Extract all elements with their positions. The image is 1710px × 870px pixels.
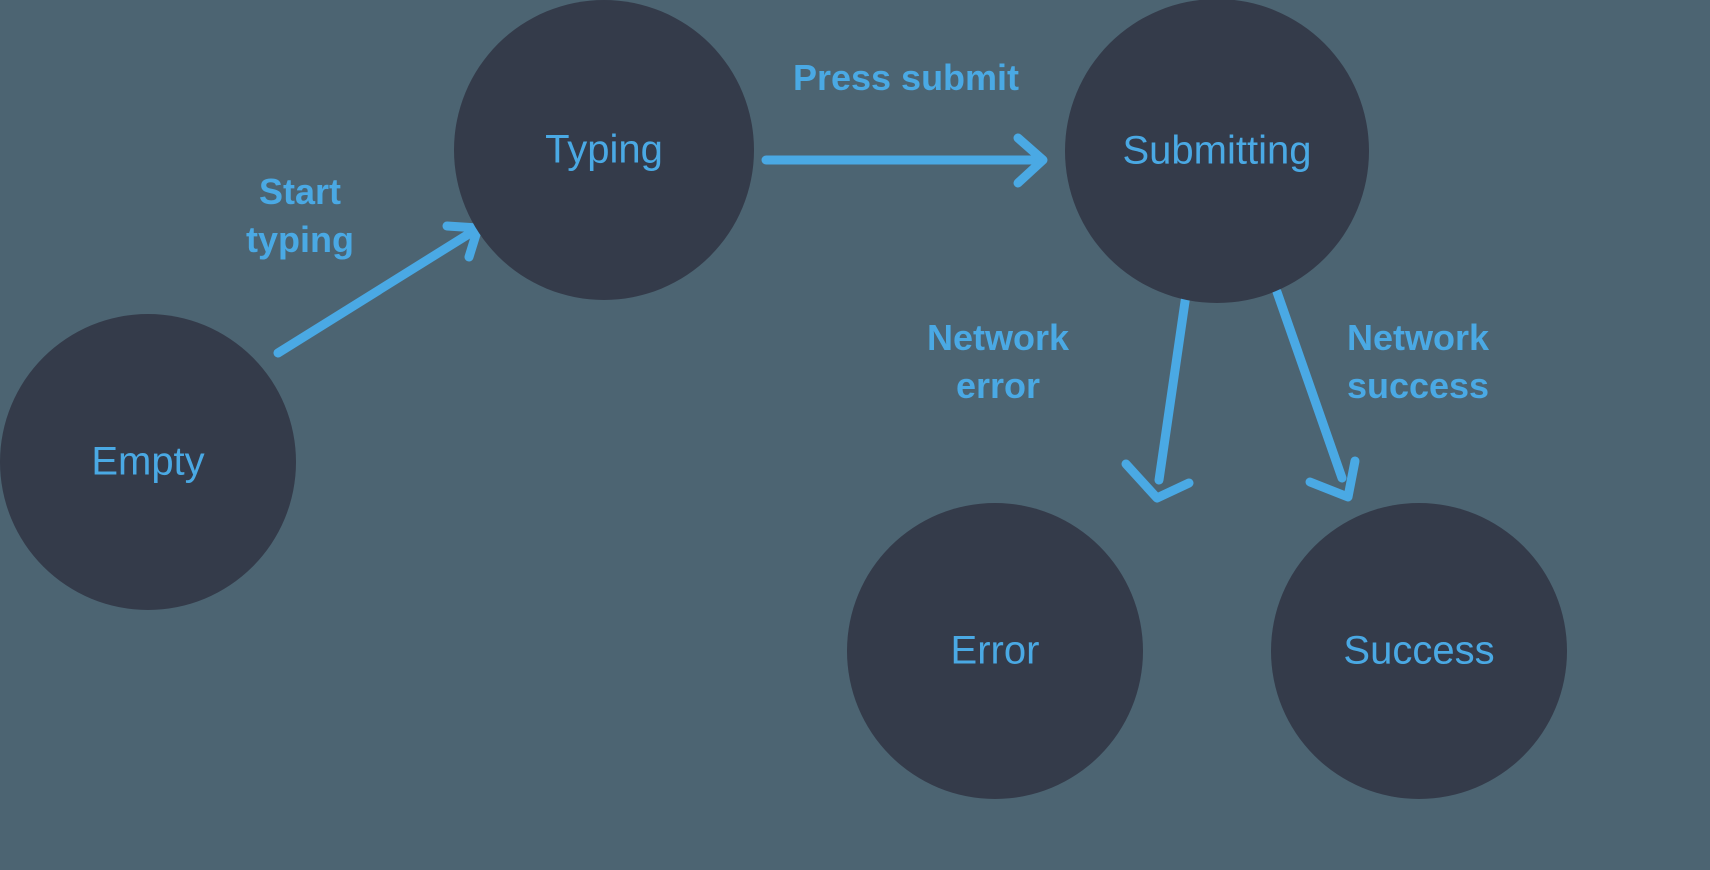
state-node-typing[interactable]: Typing: [454, 0, 754, 300]
state-circle-typing: [454, 0, 754, 300]
state-label-success: Success: [1343, 629, 1494, 673]
state-label-error: Error: [951, 629, 1040, 673]
state-circle-success: [1271, 503, 1567, 799]
transition-network-error[interactable]: Network error: [927, 283, 1194, 503]
state-node-error[interactable]: Error: [847, 503, 1143, 799]
transition-label-line: error: [956, 365, 1040, 406]
transition-press-submit[interactable]: Press submit: [761, 57, 1048, 188]
state-node-success[interactable]: Success: [1271, 503, 1567, 799]
transition-line-network-success: [1272, 287, 1347, 483]
transition-label-line: Network: [927, 317, 1070, 358]
transition-label-network-success: Network success: [1347, 317, 1490, 406]
transition-label-press-submit: Press submit: [793, 57, 1019, 98]
state-circle-submitting: [1065, 0, 1369, 303]
transition-network-success[interactable]: Network success: [1272, 287, 1490, 502]
transition-label-line: Press submit: [793, 57, 1019, 98]
transition-label-network-error: Network error: [927, 317, 1070, 406]
transition-start-typing[interactable]: Start typing: [246, 171, 483, 358]
state-node-submitting[interactable]: Submitting: [1065, 0, 1369, 303]
state-node-empty[interactable]: Empty: [0, 314, 296, 610]
state-label-empty: Empty: [91, 440, 204, 484]
state-circle-empty: [0, 314, 296, 610]
transition-label-start-typing: Start typing: [246, 171, 354, 260]
transition-line-start-typing: [273, 227, 477, 358]
state-label-typing: Typing: [545, 128, 663, 172]
transition-label-line: typing: [246, 219, 354, 260]
transition-label-line: Start: [259, 171, 341, 212]
arrowhead-icon-press-submit: [1013, 133, 1048, 188]
transition-line-network-error: [1154, 283, 1192, 485]
transition-label-line: success: [1347, 365, 1489, 406]
arrowhead-icon-network-success: [1305, 456, 1360, 502]
state-circle-error: [847, 503, 1143, 799]
state-label-submitting: Submitting: [1123, 129, 1312, 173]
transition-label-line: Network: [1347, 317, 1490, 358]
arrowhead-icon-network-error: [1121, 459, 1194, 503]
